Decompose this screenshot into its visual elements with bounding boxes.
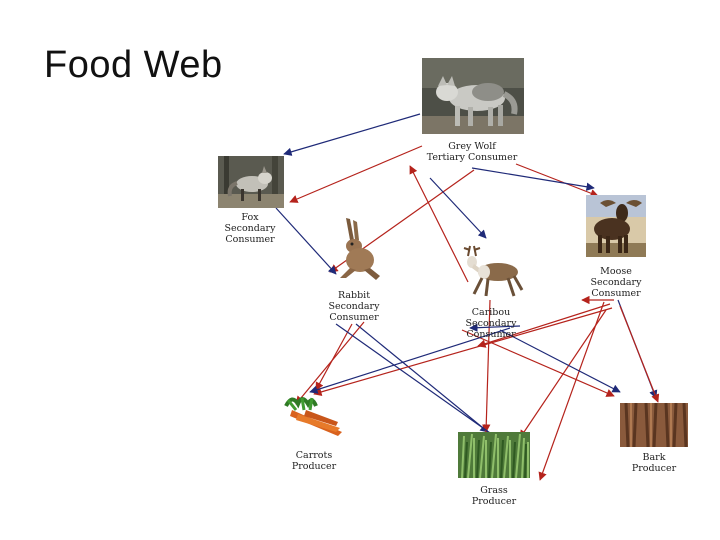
- feeding-arrow: [355, 323, 489, 433]
- carrots-caption: Carrots Producer: [276, 450, 352, 472]
- feeding-arrow: [429, 177, 487, 239]
- carrots-image: [282, 392, 346, 438]
- fox-caption: Fox Secondary Consumer: [214, 212, 286, 245]
- grass-name: Grass: [480, 485, 508, 496]
- feeding-arrow: [335, 323, 501, 441]
- fox-role-line2: Consumer: [225, 234, 275, 245]
- rabbit-image: [326, 216, 382, 282]
- fox-image: [218, 156, 284, 208]
- carrots-role: Producer: [291, 461, 337, 472]
- rabbit-name: Rabbit: [337, 290, 371, 301]
- feeding-arrow: [471, 167, 595, 191]
- feeding-arrow: [275, 207, 337, 275]
- arrow-layer: [275, 113, 660, 481]
- feeding-arrow: [289, 145, 423, 203]
- feeding-arrow: [315, 323, 353, 391]
- fox-role-line1: Secondary: [224, 223, 276, 234]
- bark-caption: Bark Producer: [614, 452, 694, 474]
- feeding-arrow: [515, 163, 599, 198]
- grey-wolf-name: Grey Wolf: [448, 141, 496, 152]
- bark-image: [620, 403, 688, 447]
- feeding-arrow: [461, 329, 615, 397]
- feeding-arrow: [482, 299, 491, 433]
- grey-wolf-caption: Grey Wolf Tertiary Consumer: [412, 141, 532, 163]
- feeding-arrow: [309, 327, 511, 394]
- rabbit-role-line1: Secondary: [328, 301, 380, 312]
- slide-title: Food Web: [44, 44, 223, 86]
- fox-name: Fox: [241, 212, 259, 223]
- moose-role-line2: Consumer: [591, 288, 641, 299]
- bark-name: Bark: [642, 452, 666, 463]
- rabbit-role-line2: Consumer: [329, 312, 379, 323]
- feeding-arrow: [469, 323, 521, 332]
- feeding-arrow: [538, 301, 605, 481]
- grass-caption: Grass Producer: [454, 485, 534, 507]
- caribou-role-line1: Secondary: [465, 318, 517, 329]
- caribou-role-line2: Consumer: [466, 329, 516, 340]
- feeding-arrow: [313, 307, 613, 396]
- grey-wolf-role: Tertiary Consumer: [426, 152, 518, 163]
- rabbit-caption: Rabbit Secondary Consumer: [316, 290, 392, 323]
- feeding-arrow: [283, 113, 421, 156]
- moose-name: Moose: [600, 266, 632, 277]
- feeding-arrow: [499, 329, 621, 393]
- grass-role: Producer: [471, 496, 517, 507]
- feeding-arrow: [519, 309, 607, 439]
- moose-image: [586, 195, 646, 257]
- bark-role: Producer: [631, 463, 677, 474]
- caribou-caption: Caribou Secondary Consumer: [452, 307, 530, 340]
- moose-role-line1: Secondary: [590, 277, 642, 288]
- grass-image: [458, 432, 530, 478]
- caribou-image: [456, 244, 526, 300]
- caribou-name: Caribou: [471, 307, 511, 318]
- feeding-arrow: [477, 303, 611, 348]
- moose-caption: Moose Secondary Consumer: [578, 266, 654, 299]
- feeding-arrow: [409, 165, 469, 283]
- grey-wolf-image: [422, 58, 524, 134]
- carrots-name: Carrots: [295, 450, 333, 461]
- feeding-arrow: [619, 305, 660, 403]
